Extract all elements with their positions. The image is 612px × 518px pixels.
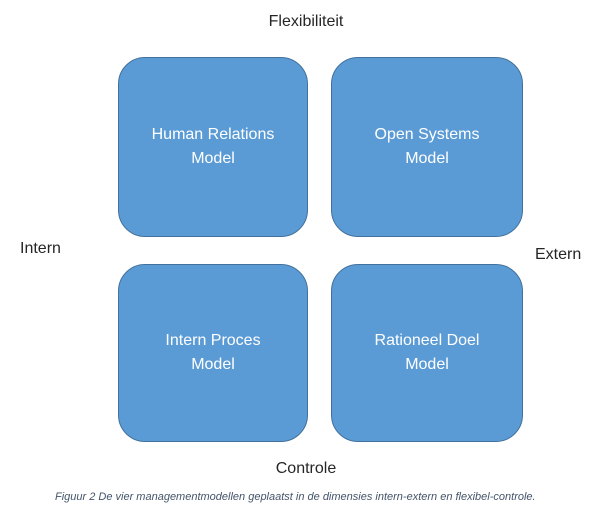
quadrant-open-systems-model: Open Systems Model: [331, 57, 523, 237]
quadrant-label-line2: Model: [191, 356, 235, 373]
quadrant-label: Rationeel Doel Model: [332, 329, 522, 377]
quadrant-label: Open Systems Model: [332, 123, 522, 171]
quadrant-label: Intern Proces Model: [119, 329, 307, 377]
quadrant-rationeel-doel-model: Rationeel Doel Model: [331, 264, 523, 442]
axis-label-intern: Intern: [20, 240, 61, 257]
quadrant-label-line1: Open Systems: [374, 126, 480, 143]
axis-label-controle: Controle: [275, 460, 337, 477]
quadrant-label-line1: Human Relations: [151, 126, 275, 143]
axis-label-extern: Extern: [535, 246, 582, 263]
quadrant-label-line1: Intern Proces: [165, 332, 261, 349]
quadrant-label: Human Relations Model: [119, 123, 307, 171]
quadrant-label-line2: Model: [405, 356, 449, 373]
quadrant-label-line2: Model: [191, 150, 235, 167]
quadrant-label-line1: Rationeel Doel: [374, 332, 480, 349]
figure-caption: Figuur 2 De vier managementmodellen gepl…: [55, 491, 536, 503]
quadrant-human-relations-model: Human Relations Model: [118, 57, 308, 237]
quadrant-label-line2: Model: [405, 150, 449, 167]
axis-label-flexibiliteit: Flexibiliteit: [268, 13, 344, 30]
quadrant-intern-proces-model: Intern Proces Model: [118, 264, 308, 442]
